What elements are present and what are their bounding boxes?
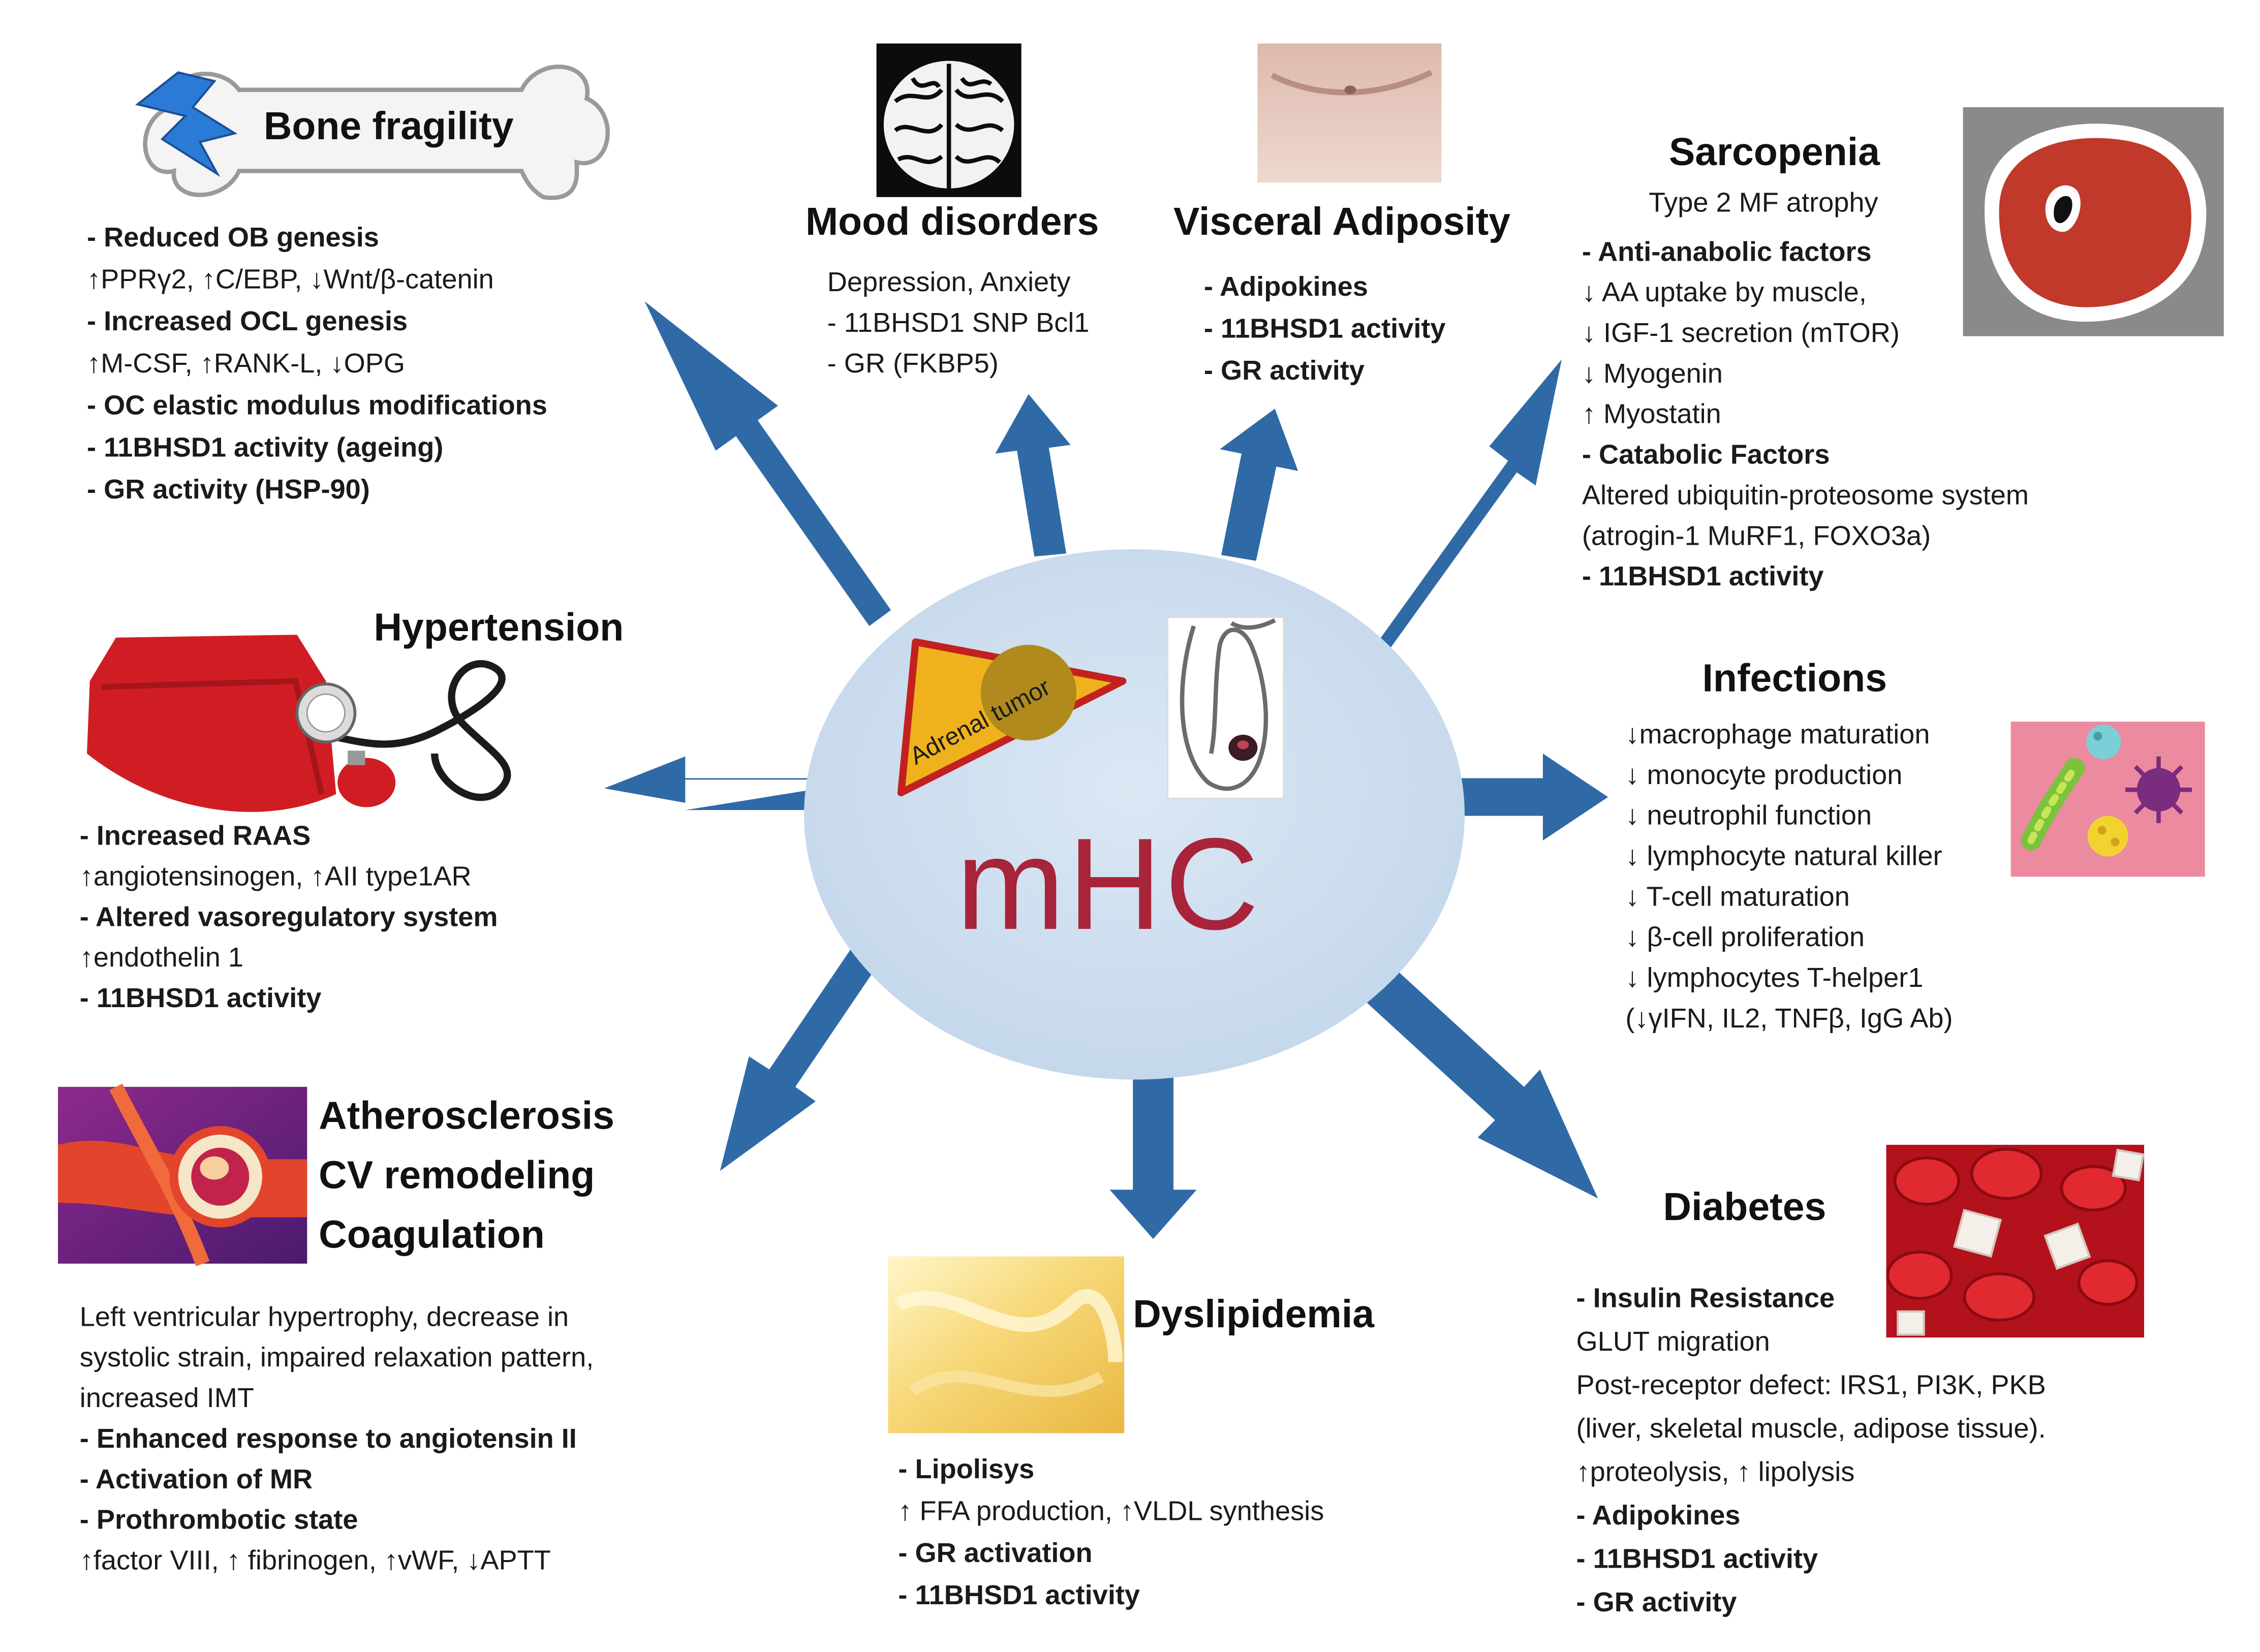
arrow-mood-disorders [995, 394, 1071, 557]
text-line: - 11BHSD1 activity [79, 984, 322, 1015]
text-line: ↑endothelin 1 [79, 943, 244, 974]
text-line: - 11BHSD1 activity [898, 1581, 1140, 1612]
text-line: - Reduced OB genesis [87, 223, 379, 254]
text-line: - 11BHSD1 activity [1203, 314, 1446, 345]
text-line: (liver, skeletal muscle, adipose tissue)… [1576, 1414, 2046, 1445]
text-line: - Enhanced response to angiotensin II [79, 1424, 577, 1455]
muscle-cross-section-image [1963, 107, 2224, 336]
arrow-visceral-adiposity [1220, 409, 1298, 561]
adrenal-gland-image [1167, 616, 1285, 799]
text-line: ↓ β-cell proliferation [1625, 923, 1865, 954]
text-line: - 11BHSD1 activity [1582, 562, 1824, 593]
text-line: ↑proteolysis, ↑ lipolysis [1576, 1457, 1855, 1488]
visceral-adiposity-title: Visceral Adiposity [1173, 200, 1511, 244]
mood-disorders-title: Mood disorders [805, 200, 1099, 244]
text-line: - GR activity [1203, 356, 1365, 387]
text-line: - GR activity [1576, 1588, 1737, 1619]
blood-pressure-cuff-image [87, 635, 511, 812]
artery-plaque-image [58, 1083, 307, 1266]
text-line: - Increased OCL genesis [87, 307, 408, 338]
bone-fragility-list: - Reduced OB genesis ↑PPRγ2, ↑C/EBP, ↓Wnt… [87, 217, 547, 512]
lightning-icon [135, 71, 238, 177]
atherosclerosis-list: Left ventricular hypertrophy, decrease i… [80, 1298, 594, 1582]
arrow-sarcopenia [1377, 359, 1562, 654]
infections-title: Infections [1702, 656, 1887, 700]
text-line: ↓ AA uptake by muscle, [1582, 278, 1867, 309]
sarcopenia-title: Sarcopenia [1668, 130, 1880, 174]
text-line: - GR activation [898, 1539, 1093, 1570]
text-line: - Lipolisys [898, 1455, 1035, 1486]
text-line: ↑ Myostatin [1582, 400, 1721, 430]
dyslipidemia-title: Dyslipidemia [1133, 1292, 1375, 1336]
text-line: - Activation of MR [79, 1465, 313, 1496]
text-line: - Catabolic Factors [1582, 440, 1830, 471]
text-line: ↓ lymphocyte natural killer [1625, 841, 1942, 872]
atherosclerosis-title: Atherosclerosis [319, 1094, 614, 1138]
text-line: - Adipokines [1576, 1501, 1741, 1532]
dyslipidemia-list: - Lipolisys ↑ FFA production, ↑VLDL synth… [898, 1449, 1324, 1617]
text-line: - Anti-anabolic factors [1582, 237, 1872, 268]
bone-fragility-title: Bone fragility [263, 104, 514, 148]
text-line: increased IMT [79, 1384, 254, 1415]
arrow-atherosclerosis [720, 939, 884, 1171]
text-line: Depression, Anxiety [827, 268, 1071, 299]
text-line: ↓ T-cell maturation [1625, 882, 1850, 913]
hypertension-title: Hypertension [374, 606, 624, 649]
text-line: - 11BHSD1 activity [1576, 1544, 1818, 1575]
center-label: mHC [956, 813, 1262, 958]
diabetes-title: Diabetes [1663, 1185, 1826, 1229]
arrow-infections [1460, 753, 1608, 841]
text-line: ↑ FFA production, ↑VLDL synthesis [898, 1497, 1324, 1528]
arrow-dyslipidemia [1109, 1057, 1197, 1239]
text-line: GLUT migration [1576, 1327, 1770, 1358]
text-line: - Altered vasoregulatory system [79, 902, 498, 933]
text-line: - OC elastic modulus modifications [87, 391, 547, 422]
text-line: - Increased RAAS [79, 821, 311, 852]
red-blood-cells-image [1886, 1144, 2145, 1338]
text-line: ↓ lymphocytes T-helper1 [1625, 963, 1924, 994]
text-line: - Insulin Resistance [1576, 1284, 1835, 1315]
text-line: ↓macrophage maturation [1625, 720, 1930, 751]
text-line: Altered ubiquitin-proteosome system [1582, 481, 2029, 512]
text-line: ↑factor VIII, ↑ fibrinogen, ↑vWF, ↓APTT [79, 1546, 551, 1577]
text-line: ↑M-CSF, ↑RANK-L, ↓OPG [87, 349, 405, 380]
sarcopenia-list: - Anti-anabolic factors ↓ AA uptake by mu… [1582, 233, 2029, 599]
text-line: ↓ neutrophil function [1625, 801, 1872, 832]
text-line: - GR activity (HSP-90) [87, 475, 370, 506]
text-line: ↓ IGF-1 secretion (mTOR) [1582, 319, 1900, 350]
brain-image [876, 43, 1021, 197]
text-line: ↓ Myogenin [1582, 359, 1723, 390]
arrow-diabetes [1357, 960, 1598, 1199]
text-line: ↓ monocyte production [1625, 761, 1903, 792]
text-line: ↑PPRγ2, ↑C/EBP, ↓Wnt/β-catenin [87, 265, 494, 296]
sarcopenia-subtitle: Type 2 MF atrophy [1649, 188, 1878, 219]
coagulation-title: Coagulation [319, 1212, 545, 1257]
arrow-bone-fragility [644, 301, 891, 626]
visceral-adiposity-list: - Adipokines - 11BHSD1 activity - GR activ… [1204, 267, 1446, 393]
text-line: - GR (FKBP5) [827, 349, 999, 380]
hypertension-list: - Increased RAAS ↑angiotensinogen, ↑AII t… [80, 817, 498, 1020]
text-line: Left ventricular hypertrophy, decrease i… [79, 1302, 569, 1333]
text-line: (atrogin-1 MuRF1, FOXO3a) [1582, 521, 1931, 552]
text-line: (↓γIFN, IL2, TNFβ, IgG Ab) [1625, 1004, 1953, 1035]
microbes-image [2010, 722, 2205, 877]
adrenal-tumor-icon [897, 638, 1127, 797]
butter-image [888, 1256, 1125, 1433]
mood-disorders-list: Depression, Anxiety - 11BHSD1 SNP Bcl1 - G… [827, 264, 1090, 386]
text-line: - Prothrombotic state [79, 1505, 358, 1536]
text-line: systolic strain, impaired relaxation pat… [79, 1343, 594, 1374]
text-line: - 11BHSD1 SNP Bcl1 [827, 308, 1090, 339]
text-line: Post-receptor defect: IRS1, PI3K, PKB [1576, 1370, 2046, 1401]
text-line: - Adipokines [1203, 272, 1368, 303]
abdomen-image [1257, 43, 1442, 183]
infections-list: ↓macrophage maturation ↓ monocyte product… [1625, 716, 1953, 1041]
cv-remodeling-title: CV remodeling [319, 1153, 595, 1197]
text-line: - 11BHSD1 activity (ageing) [87, 433, 444, 464]
text-line: ↑angiotensinogen, ↑AII type1AR [79, 862, 472, 893]
